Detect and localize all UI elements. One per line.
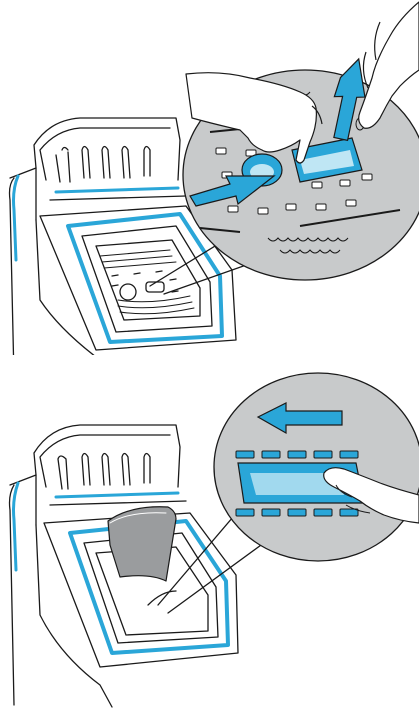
filter-cover-icon xyxy=(108,507,176,605)
machine-lid-icon xyxy=(34,118,186,200)
magnifier-view xyxy=(214,373,419,561)
machine-lid-icon xyxy=(34,425,186,505)
step-1-panel xyxy=(0,0,419,355)
machine-body-icon xyxy=(10,168,111,355)
step-2-panel xyxy=(0,355,419,711)
machine-body-icon xyxy=(10,475,113,707)
